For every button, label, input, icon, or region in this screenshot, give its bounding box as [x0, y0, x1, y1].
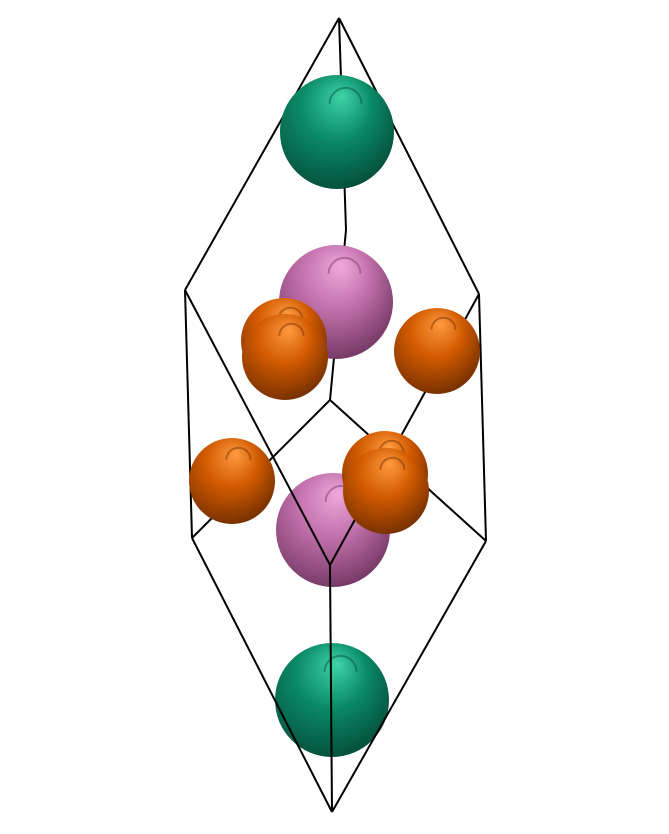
cell-edge-2	[338, 17, 480, 295]
atom-reflection	[225, 446, 252, 460]
orange-atom	[343, 448, 429, 534]
cell-edge-6	[184, 289, 331, 566]
atom-reflection	[328, 86, 363, 104]
green-atom-sphere	[280, 75, 394, 189]
cell-edge-8	[191, 537, 333, 813]
cell-edge-4	[184, 289, 193, 539]
orange-atom	[242, 314, 328, 400]
cell-edge-9	[331, 540, 487, 813]
green-atom	[280, 75, 394, 189]
atom-reflection	[323, 654, 358, 672]
orange-atom	[189, 438, 275, 524]
orange-atom-sphere	[394, 308, 480, 394]
orange-atom-sphere	[189, 438, 275, 524]
atom-reflection	[430, 316, 457, 330]
cell-edge-1	[184, 17, 340, 291]
atom-reflection	[327, 256, 362, 274]
atom-reflection	[379, 456, 406, 470]
atom-reflection	[278, 322, 305, 336]
orange-atom	[394, 308, 480, 394]
cell-edge-5	[478, 293, 487, 542]
orange-atom-sphere	[242, 314, 328, 400]
front-atoms-layer	[189, 75, 480, 534]
cell-edge-10	[329, 564, 333, 813]
orange-atom-sphere	[343, 448, 429, 534]
